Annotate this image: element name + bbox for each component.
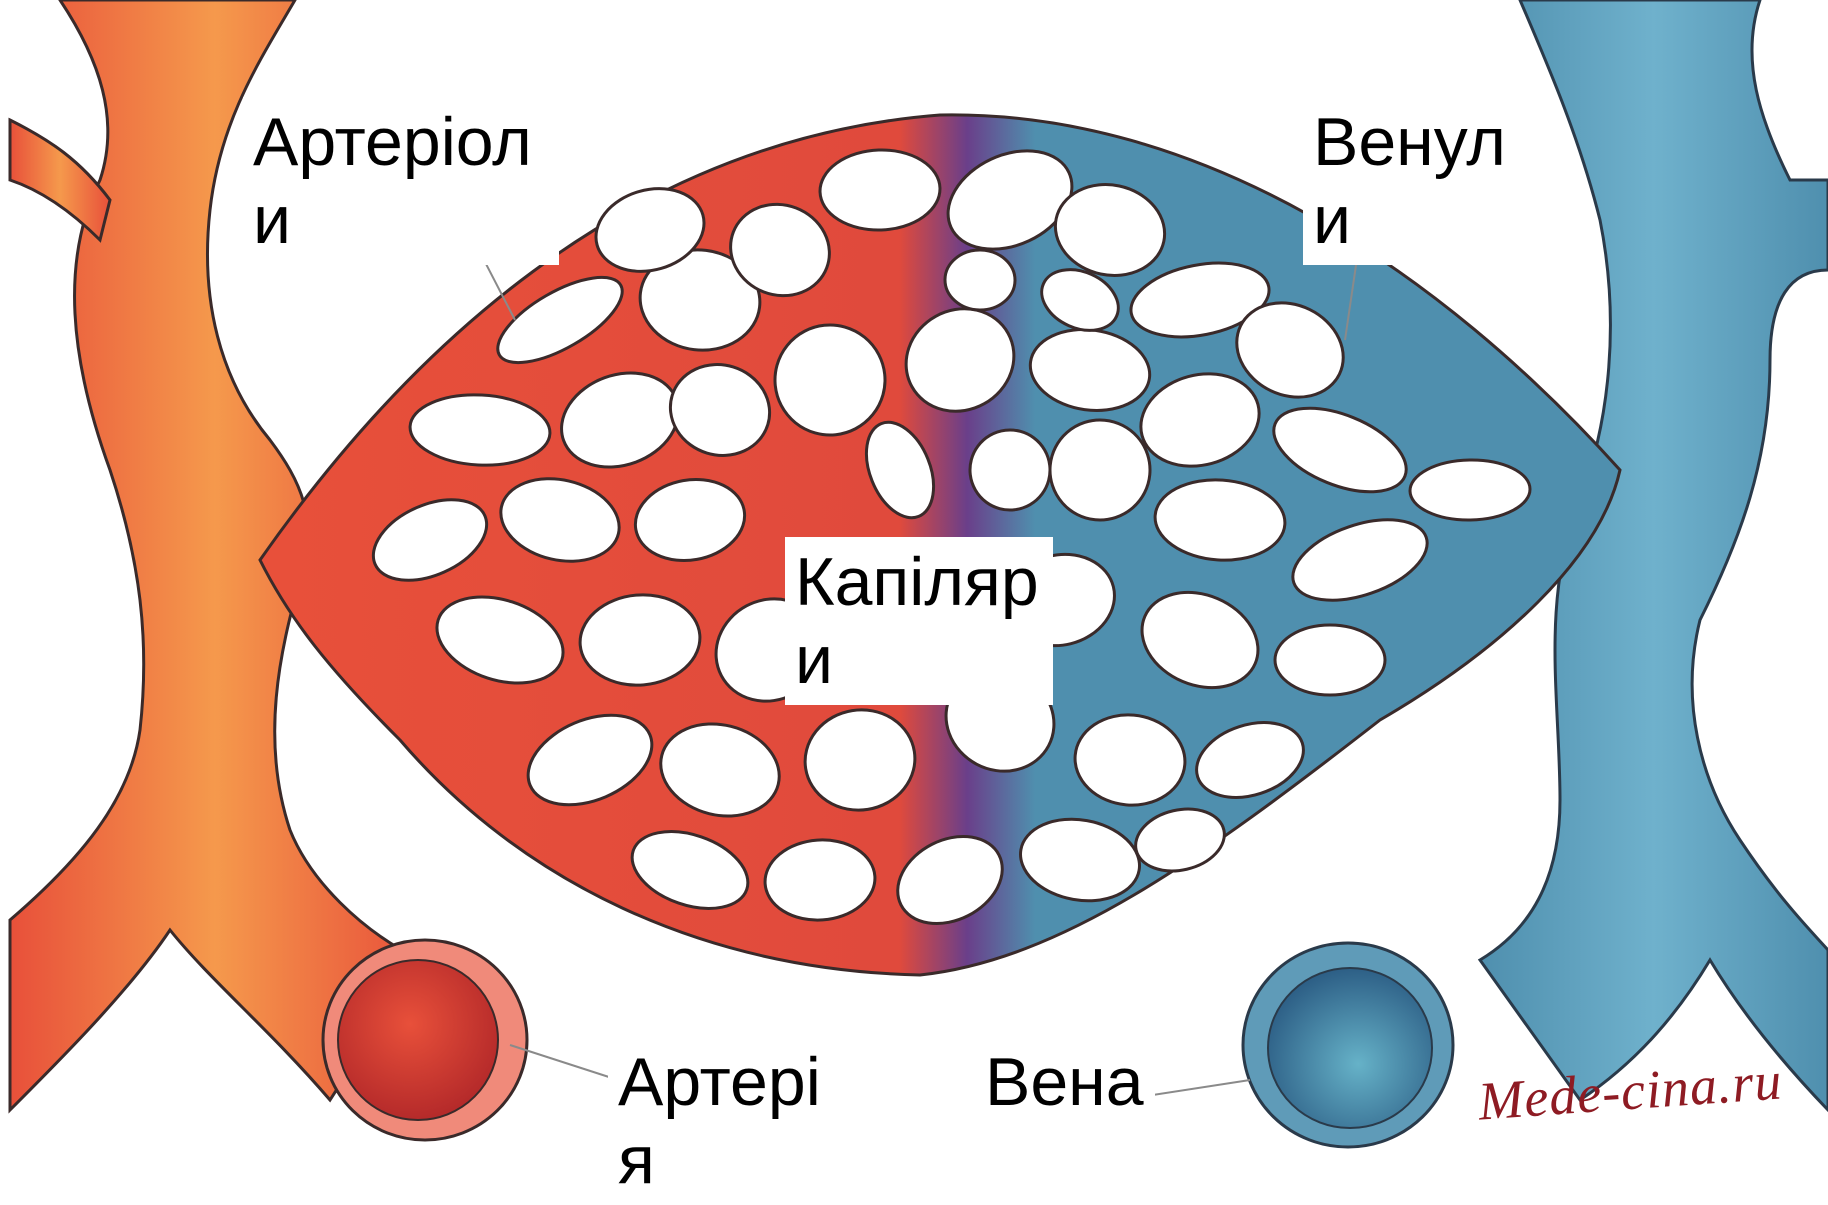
capillary-gap — [944, 249, 1015, 310]
label-vein: Вена — [975, 1037, 1155, 1127]
capillary-gap — [1409, 459, 1530, 521]
label-capillaries: Капіляри — [785, 537, 1053, 705]
leader-line-vein — [1140, 1080, 1250, 1097]
label-arterioles: Артеріоли — [243, 97, 559, 265]
capillary-gap — [1275, 625, 1385, 695]
label-venules: Венули — [1303, 97, 1523, 265]
